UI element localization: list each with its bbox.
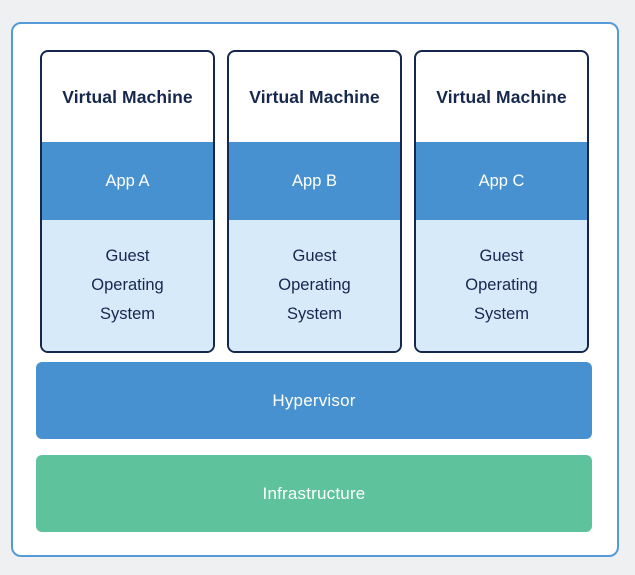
vm-guest-os-layer: Guest Operating System	[416, 220, 587, 351]
vm-title: Virtual Machine	[62, 86, 193, 107]
vm-app-layer: App A	[42, 142, 213, 220]
vm-guest-os-layer: Guest Operating System	[42, 220, 213, 351]
vm-app-layer: App B	[229, 142, 400, 220]
vm-row: Virtual Machine App A Guest Operating Sy…	[40, 50, 589, 353]
infrastructure-layer: Infrastructure	[36, 455, 592, 532]
vm-box-b: Virtual Machine App B Guest Operating Sy…	[227, 50, 402, 353]
vm-title: Virtual Machine	[249, 86, 380, 107]
vm-app-layer: App C	[416, 142, 587, 220]
hypervisor-layer: Hypervisor	[36, 362, 592, 439]
vm-title: Virtual Machine	[436, 86, 567, 107]
vm-box-a: Virtual Machine App A Guest Operating Sy…	[40, 50, 215, 353]
virtualization-diagram: Virtual Machine App A Guest Operating Sy…	[11, 22, 619, 557]
vm-box-c: Virtual Machine App C Guest Operating Sy…	[414, 50, 589, 353]
vm-guest-os-layer: Guest Operating System	[229, 220, 400, 351]
